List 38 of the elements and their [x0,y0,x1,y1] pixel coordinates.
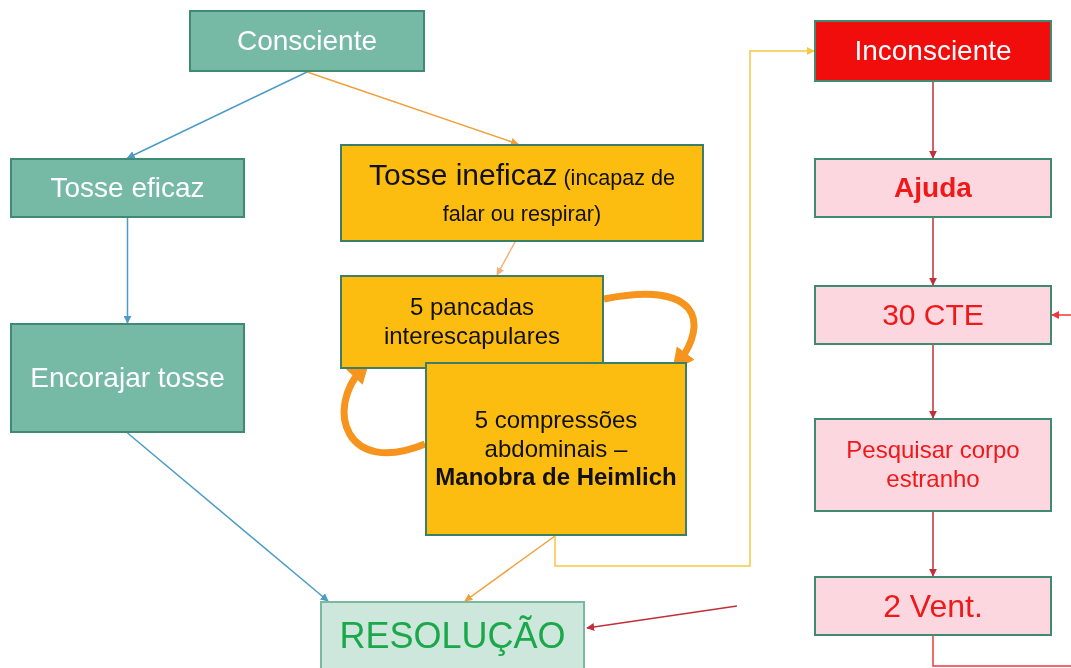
arrow [306,71,519,146]
arrow [464,535,556,602]
box-text: Consciente [236,24,378,58]
arrow [929,81,937,159]
arrow [126,432,329,602]
arrow [932,311,1071,667]
box-text: 5 compressões abdominais – [473,405,639,464]
box-text: Tosse ineficaz (incapaz de falar ou respirar) [368,158,676,227]
arrow [554,47,815,567]
step-box [814,285,1052,345]
step-box [814,576,1052,636]
process-box [340,275,604,369]
process-box [340,144,704,242]
process-box [425,362,687,536]
arrow [929,344,937,419]
box-text: Inconsciente [854,34,1012,68]
process-box [189,10,425,72]
arrow [586,605,738,631]
box-text: Pesquisar corpo estranho [845,436,1021,494]
arrow [123,217,132,324]
box-text: Manobra de Heimlich [435,463,677,493]
arrow [929,217,937,286]
box-text: 5 pancadas interescapulares [382,293,562,351]
box-text: 30 CTE [882,297,984,333]
box-text: Tosse eficaz [50,171,205,205]
arrow [126,71,308,159]
step-box [814,158,1052,218]
step-box [814,418,1052,512]
process-box [10,323,245,433]
arrow [496,241,516,276]
result-box [320,601,585,668]
box-text: Encorajar tosse [30,361,225,395]
box-text: Ajuda [894,171,972,205]
box-text: RESOLUÇÃO [339,614,566,658]
start-box [814,20,1052,82]
process-box [10,158,245,218]
arrow [929,511,937,577]
box-text: 2 Vent. [883,586,983,626]
